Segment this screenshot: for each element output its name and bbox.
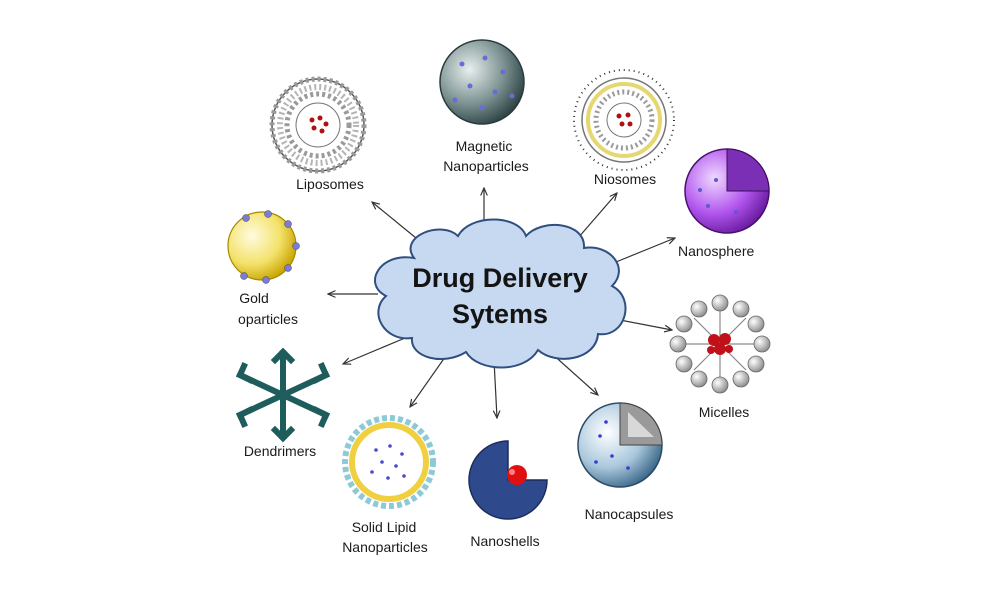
arrow-micelles [619,319,672,330]
label-magnetic-line1: Magnetic [456,138,513,154]
label-nanoshells: Nanoshells [470,533,539,549]
solid-lipid-nanoparticle-illustration [342,415,436,509]
arrow-niosomes [577,193,617,239]
magnetic-nanoparticle-illustration [439,39,525,125]
label-sln-line2: Nanoparticles [342,539,428,555]
label-liposomes: Liposomes [296,176,364,192]
hub-cloud: Drug Delivery Sytems [374,218,627,369]
nanocapsule-illustration [577,402,663,488]
label-gold-line1: Gold [239,290,269,306]
label-nanocapsules: Nanocapsules [585,506,674,522]
niosome-illustration [573,69,675,171]
label-sln-line1: Solid Lipid [352,519,417,535]
dendrimer-illustration [235,347,331,443]
arrow-dendrimers [343,337,406,364]
hub-title-line2: Sytems [452,299,548,329]
cloud-shape [374,218,627,369]
liposome-illustration [269,76,367,174]
arrow-nanospheres [615,238,675,263]
arrows [328,188,675,418]
label-dendrimers: Dendrimers [244,443,316,459]
label-nanospheres: Nanosphere [678,243,754,259]
label-gold-line2: oparticles [238,311,298,327]
label-micelles: Micelles [699,404,750,420]
label-magnetic-line2: Nanoparticles [443,158,529,174]
gold-nanoparticle-illustration [227,210,300,284]
micelle-illustration [669,294,771,394]
arrow-nanoshells [494,359,497,418]
hub-title-line1: Drug Delivery [412,263,588,293]
nanoshell-illustration [468,440,548,520]
arrow-liposomes [372,202,417,239]
label-niosomes: Niosomes [594,171,656,187]
nanosphere-illustration [684,148,770,234]
